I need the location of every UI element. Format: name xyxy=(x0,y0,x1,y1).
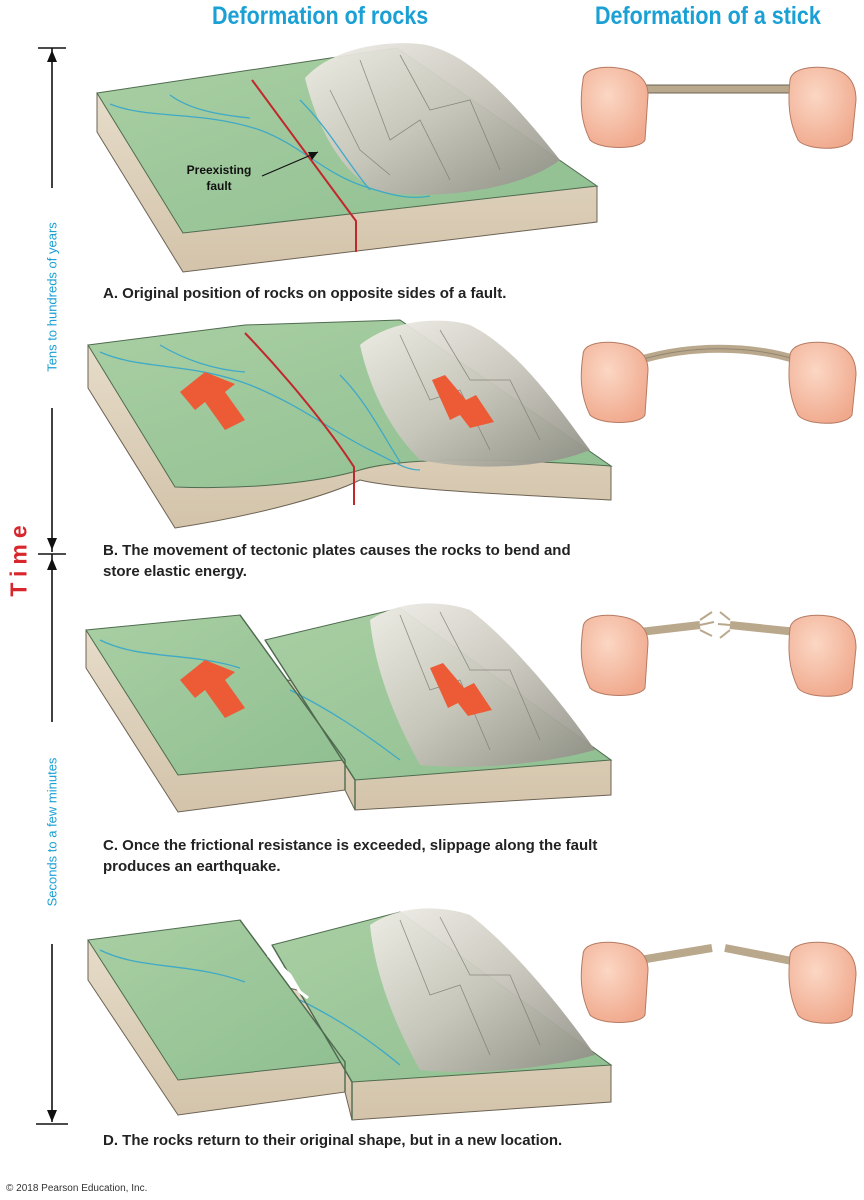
panel-a-caption: A. Original position of rocks on opposit… xyxy=(103,285,507,302)
panel-a-callout-line-2: fault xyxy=(206,179,231,193)
panel-a-callout-line-1: Preexisting xyxy=(187,163,252,177)
panel-d-caption: D. The rocks return to their original sh… xyxy=(103,1132,563,1149)
panel-b-caption: B. The movement of tectonic plates cause… xyxy=(103,542,571,580)
stick-column-header: Deformation of a stick xyxy=(595,2,821,30)
copyright-notice: © 2018 Pearson Education, Inc. xyxy=(6,1183,148,1194)
panel-c-caption: C. Once the frictional resistance is exc… xyxy=(103,837,598,875)
rocks-column-header: Deformation of rocks xyxy=(212,2,429,30)
